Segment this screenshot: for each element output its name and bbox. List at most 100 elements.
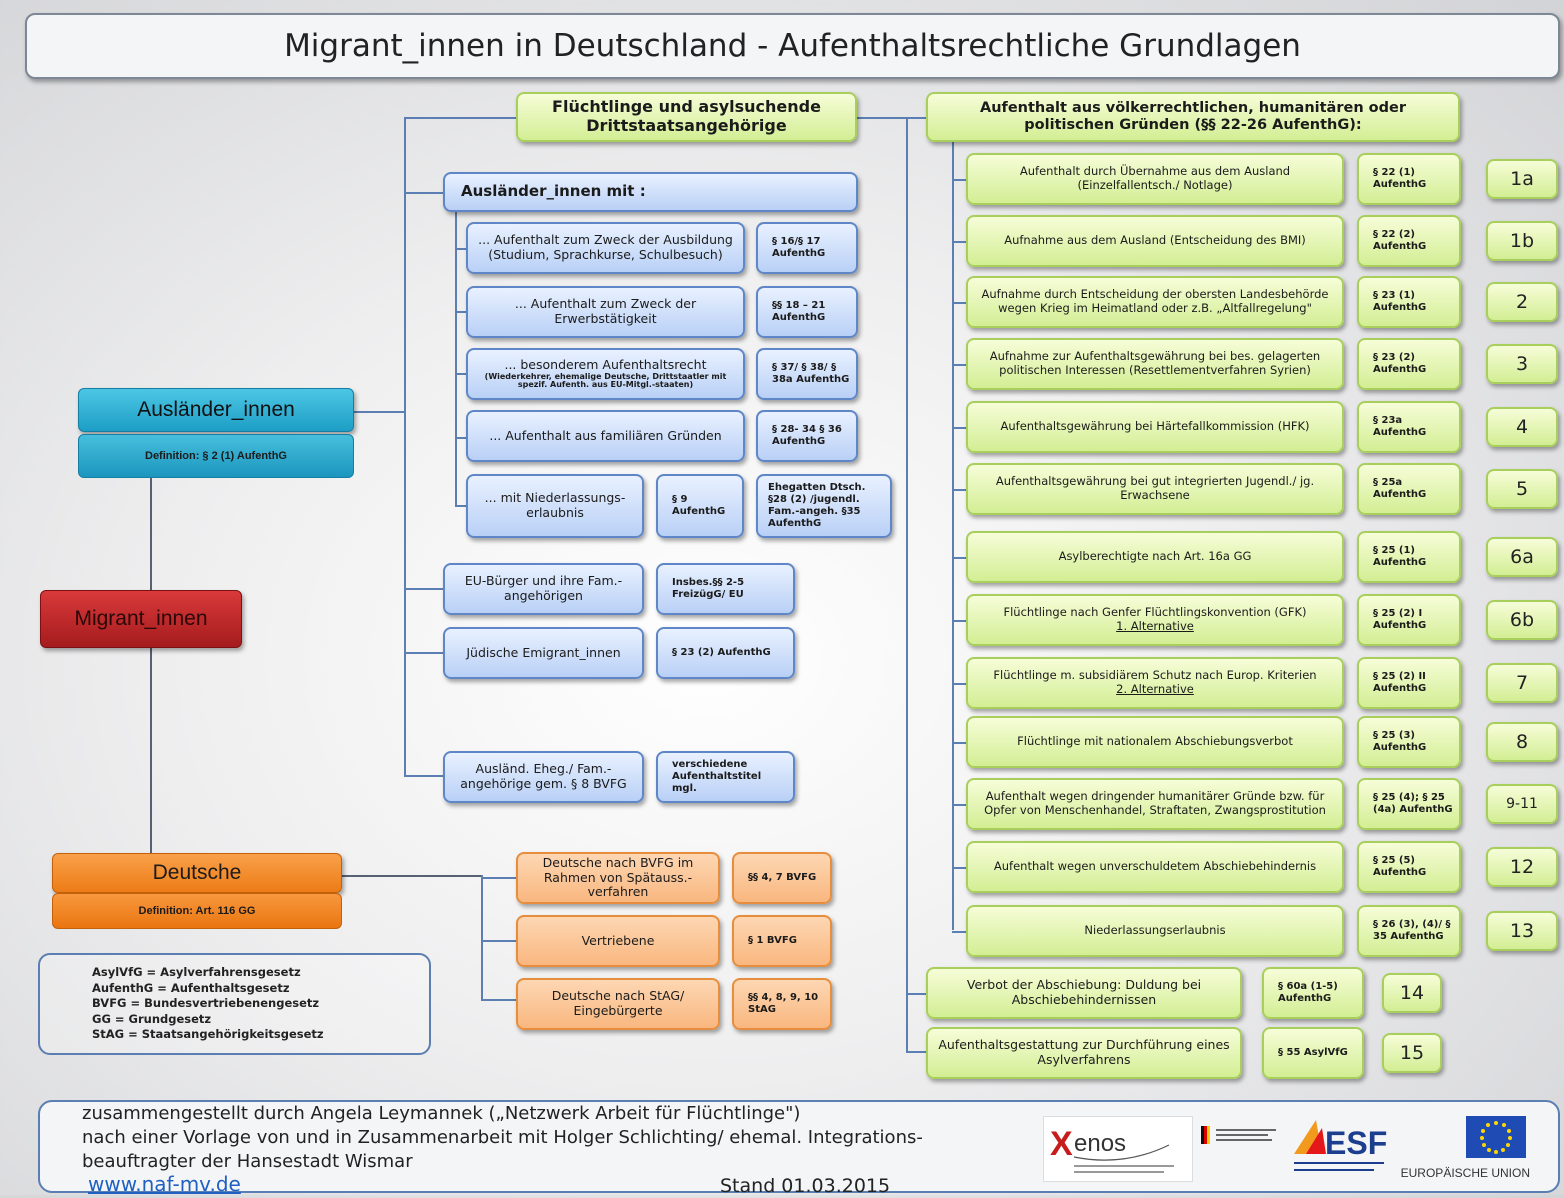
right-item-8: Flüchtlinge mit nationalem Abschiebungsv… (966, 716, 1344, 768)
legend-line: AsylVfG = Asylverfahrensgesetz (92, 965, 301, 979)
right-item-text: Aufenthalt wegen dringender humanitärer … (984, 789, 1326, 817)
eu-label: EUROPÄISCHE UNION (1400, 1166, 1530, 1180)
connector-right-row (952, 364, 968, 366)
abbreviation-legend: AsylVfG = Asylverfahrensgesetz AufenthG … (38, 953, 431, 1055)
esf-logo-graphic: ESF (1294, 1120, 1387, 1171)
connector-right-row (952, 241, 968, 243)
right-extra-law-15: § 55 AsylVfG (1262, 1027, 1364, 1079)
website-link[interactable]: www.naf-mv.de (88, 1172, 241, 1196)
middle-item-eheg: Ausländ. Eheg./ Fam.-angehörige gem. § 8… (443, 751, 644, 803)
middle-law-ausbildung: § 16/§ 17 AufenthG (756, 222, 858, 274)
deutsche-box: Deutsche (52, 853, 342, 893)
right-number-12: 12 (1486, 847, 1558, 887)
right-number-6b: 6b (1486, 600, 1558, 640)
esf-logo: ESF (1292, 1114, 1402, 1182)
deutsche-definition: Definition: Art. 116 GG (52, 893, 342, 929)
right-law-7: § 25 (2) II AufenthG (1357, 657, 1461, 709)
connector-middle-spine (404, 117, 406, 776)
deutsche-law-vertriebene: § 1 BVFG (732, 915, 832, 967)
credit-line-3: beauftragter der Hansestadt Wismar (82, 1151, 413, 1172)
legend-line: StAG = Staatsangehörigkeitsgesetz (92, 1027, 324, 1041)
connector-right-row (952, 489, 968, 491)
right-number-1a: 1a (1486, 159, 1558, 199)
connector-header-right (856, 117, 928, 119)
besonderes-title: ... besonderem Aufenthaltsrecht (504, 356, 707, 372)
right-item-text: Aufenthaltsgewährung bei Härtefallkommis… (1000, 419, 1310, 434)
legend-line: GG = Grundgesetz (92, 1011, 212, 1026)
right-item-text: Aufnahme durch Entscheidung der obersten… (981, 287, 1329, 315)
middle-item-niederlassung: ... mit Niederlassungs-erlaubnis (466, 474, 644, 538)
middle-item-juedisch: Jüdische Emigrant_innen (443, 627, 644, 679)
group-label: Ausländer_innen mit : (443, 172, 858, 212)
right-number-1b: 1b (1486, 221, 1558, 261)
middle-extra-niederlassung: Ehegatten Dtsch. §28 (2) /jugendl. Fam.-… (756, 474, 892, 538)
right-number-5: 5 (1486, 469, 1558, 509)
middle-law-familie: § 28- 34 § 36 AufenthG (756, 410, 858, 462)
right-extra-item-14: Verbot der Abschiebung: Duldung bei Absc… (926, 967, 1242, 1019)
connector-deutsche-spine (481, 875, 483, 1000)
right-number-4: 4 (1486, 407, 1558, 447)
svg-text:X: X (1050, 1125, 1073, 1163)
middle-header: Flüchtlinge und asylsuchende Drittstaats… (516, 92, 857, 142)
credit-text: zusammengestellt durch Angela Leymannek … (82, 1102, 1042, 1174)
right-item-6b: Flüchtlinge nach Genfer Flüchtlingskonve… (966, 594, 1344, 646)
connector-g1 (455, 248, 468, 250)
connector-to-header (404, 117, 518, 119)
middle-law-erwerb: §§ 18 – 21 AufenthG (756, 286, 858, 338)
right-law-13: § 26 (3), (4)/ § 35 AufenthG (1357, 905, 1461, 957)
right-header: Aufenthalt aus völkerrechtlichen, humani… (926, 92, 1460, 142)
right-item-13: Niederlassungserlaubnis (966, 905, 1344, 957)
connector-to-eu (404, 588, 444, 590)
auslaender-definition: Definition: § 2 (1) AufenthG (78, 434, 354, 478)
right-number-13: 13 (1486, 911, 1558, 951)
deutsche-item-stag: Deutsche nach StAG/ Eingebürgerte (516, 978, 720, 1030)
right-item-text: Aufnahme aus dem Ausland (Entscheidung d… (1004, 233, 1306, 248)
deutsche-item-vertriebene: Vertriebene (516, 915, 720, 967)
eu-flag-icon (1466, 1116, 1526, 1158)
right-law-3: § 23 (2) AufenthG (1357, 338, 1461, 390)
deutsche-item-bvfg: Deutsche nach BVFG im Rahmen von Spätaus… (516, 852, 720, 904)
deutsche-law-bvfg: §§ 4, 7 BVFG (732, 852, 832, 904)
connector-d1 (481, 877, 519, 879)
right-law-5: § 25a AufenthG (1357, 463, 1461, 515)
right-law-9-11: § 25 (4); § 25 (4a) AufenthG (1357, 778, 1461, 830)
right-law-6a: § 25 (1) AufenthG (1357, 531, 1461, 583)
connector-right-row (952, 804, 968, 806)
connector-to-eheg (404, 775, 444, 777)
right-item-5: Aufenthaltsgewährung bei gut integrierte… (966, 463, 1344, 515)
right-item-9-11: Aufenthalt wegen dringender humanitärer … (966, 778, 1344, 830)
connector-right-inner-spine (952, 140, 954, 930)
connector-right-row (952, 867, 968, 869)
right-item-4: Aufenthaltsgewährung bei Härtefallkommis… (966, 401, 1344, 453)
right-item-1a: Aufenthalt durch Übernahme aus dem Ausla… (966, 153, 1344, 205)
connector-g4 (455, 437, 468, 439)
svg-text:enos: enos (1074, 1130, 1126, 1157)
stand-date: Stand 01.03.2015 (720, 1175, 891, 1197)
connector-right-row (952, 683, 968, 685)
right-item-text: Aufenthalt wegen unverschuldetem Abschie… (993, 859, 1317, 874)
connector-g3 (455, 373, 468, 375)
right-law-1a: § 22 (1) AufenthG (1357, 153, 1461, 205)
xenos-logo-graphic: X enos (1050, 1125, 1174, 1173)
right-law-1b: § 22 (2) AufenthG (1357, 215, 1461, 267)
connector-right-row (952, 557, 968, 559)
right-number-6a: 6a (1486, 537, 1558, 577)
right-number-9-11: 9-11 (1486, 784, 1558, 824)
right-number-3: 3 (1486, 344, 1558, 384)
right-extra-number-14: 14 (1382, 973, 1442, 1013)
right-extra-item-15: Aufenthaltsgestattung zur Durchführung e… (926, 1027, 1242, 1079)
connector-g5 (455, 505, 468, 507)
connector-right-row (952, 427, 968, 429)
right-item-text: Aufnahme zur Aufenthaltsgewährung bei be… (989, 349, 1321, 377)
right-item-text: Aufenthaltsgewährung bei gut integrierte… (995, 474, 1315, 502)
eagle-icon (1201, 1126, 1276, 1144)
credit-line-1: zusammengestellt durch Angela Leymannek … (82, 1103, 801, 1124)
connector-to-juedisch (404, 652, 444, 654)
right-extra-number-15: 15 (1382, 1033, 1442, 1073)
connector-to-15 (906, 1051, 928, 1053)
connector-to-group (404, 192, 444, 194)
right-number-2: 2 (1486, 282, 1558, 322)
right-item-text: Flüchtlinge nach Genfer Flüchtlingskonve… (1003, 605, 1307, 620)
right-item-text: Flüchtlinge m. subsidiärem Schutz nach E… (993, 668, 1317, 683)
connector-right-spine (906, 117, 908, 1052)
